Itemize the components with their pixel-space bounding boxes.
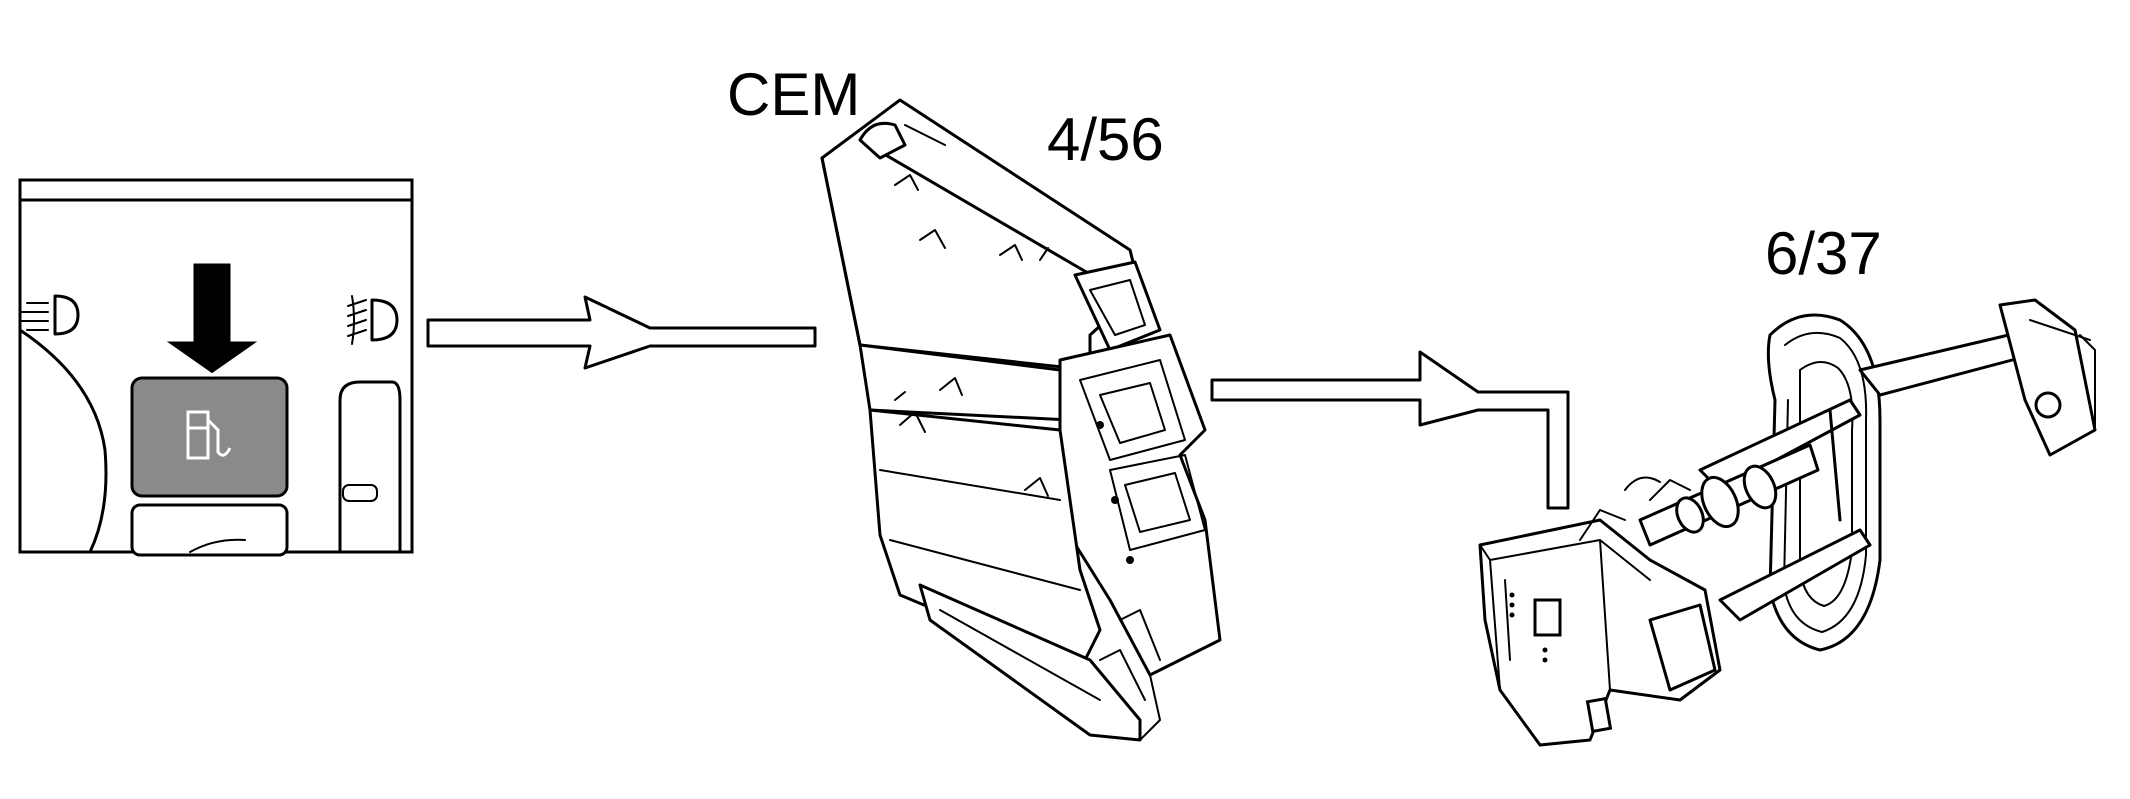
fuel-filler-button bbox=[130, 376, 289, 498]
flow-arrow-2 bbox=[1210, 350, 1570, 510]
cem-part-number: 4/56 bbox=[1047, 106, 1164, 173]
fuel-pump-icon bbox=[186, 410, 232, 460]
fog-light-icon bbox=[347, 295, 399, 345]
cem-label: CEM bbox=[727, 61, 860, 128]
cem-module bbox=[820, 98, 1222, 742]
press-down-arrow-icon bbox=[157, 260, 267, 377]
flow-arrow-1 bbox=[426, 295, 817, 370]
fuel-flap-actuator bbox=[1478, 298, 2097, 747]
actuator-part-number: 6/37 bbox=[1765, 220, 1882, 287]
headlight-icon bbox=[21, 294, 80, 336]
